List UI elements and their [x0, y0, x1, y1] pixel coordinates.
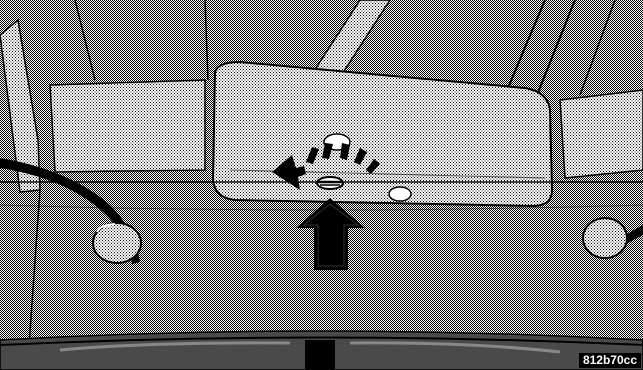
center-console-gap [305, 340, 335, 370]
right-window-trim [560, 90, 643, 178]
figure-code-label: 812b70cc [579, 353, 641, 368]
left-window-trim [50, 80, 205, 172]
right-bumper [583, 218, 627, 258]
switch-button [389, 187, 411, 201]
